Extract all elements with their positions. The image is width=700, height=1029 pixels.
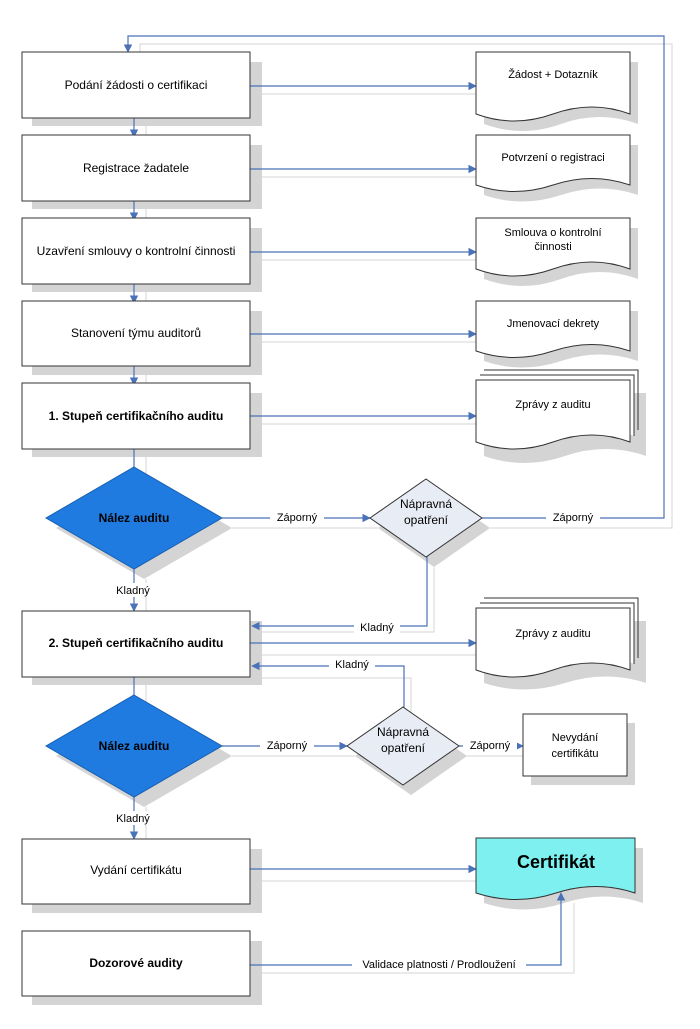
doc-application-label: Žádost + Dotazník bbox=[508, 68, 598, 81]
step-team-label: Stanovení týmu auditorů bbox=[71, 326, 201, 340]
step-contract: Uzavření smlouvy o kontrolní činnosti bbox=[21, 217, 251, 285]
decision-finding1-label: Nález auditu bbox=[99, 511, 170, 525]
step-registration-label: Registrace žadatele bbox=[83, 161, 189, 175]
step-stage1: 1. Stupeň certifikačního auditu bbox=[21, 382, 251, 450]
doc-audit-reports2-label: Zprávy z auditu bbox=[515, 628, 590, 640]
step-stage1-label: 1. Stupeň certifikačního auditu bbox=[49, 409, 224, 423]
step-team: Stanovení týmu auditorů bbox=[21, 300, 251, 367]
decision-finding2-label: Nález auditu bbox=[99, 739, 170, 753]
connectors bbox=[123, 35, 665, 966]
step-registration: Registrace žadatele bbox=[21, 134, 251, 202]
step-stage2: 2. Stupeň certifikačního auditu bbox=[21, 610, 251, 678]
edge-positive-1: Kladný bbox=[116, 585, 150, 597]
edge-positive-2: Kladný bbox=[360, 622, 394, 634]
doc-audit-reports2: Zprávy z auditu bbox=[475, 597, 639, 678]
edge-labels: Záporný Záporný Kladný Kladný Kladný Záp… bbox=[110, 510, 600, 971]
edge-negative-1: Záporný bbox=[277, 512, 318, 524]
doc-registration: Potvrzení o registraci bbox=[475, 134, 631, 192]
step-application: Podání žádosti o certifikaci bbox=[21, 51, 251, 119]
step-surveillance-label: Dozorové audity bbox=[89, 956, 183, 970]
doc-registration-label: Potvrzení o registraci bbox=[501, 152, 604, 164]
decision-corrective1-label: Nápravná bbox=[400, 497, 452, 511]
step-issue-label: Vydání certifikátu bbox=[90, 863, 182, 877]
doc-certificate: Certifikát bbox=[475, 837, 636, 900]
edge-negative-2: Záporný bbox=[553, 512, 594, 524]
doc-no-certificate-label: Nevydání bbox=[552, 732, 598, 744]
step-stage2-label: 2. Stupeň certifikačního auditu bbox=[49, 636, 224, 650]
decision-finding1: Nález auditu bbox=[45, 466, 223, 570]
edge-negative-3: Záporný bbox=[267, 740, 308, 752]
step-issue: Vydání certifikátu bbox=[21, 838, 251, 905]
edge-negative-4: Záporný bbox=[470, 740, 511, 752]
step-surveillance: Dozorové audity bbox=[21, 930, 251, 997]
doc-certificate-label: Certifikát bbox=[517, 852, 595, 872]
edge-positive-4: Kladný bbox=[116, 813, 150, 825]
decision-finding2: Nález auditu bbox=[45, 694, 223, 798]
doc-audit-reports1: Zprávy z auditu bbox=[475, 369, 639, 450]
doc-audit-reports1-label: Zprávy z auditu bbox=[515, 399, 590, 411]
decision-corrective2-label: Nápravná bbox=[377, 725, 429, 739]
edge-positive-3: Kladný bbox=[335, 659, 369, 671]
doc-appointment-label: Jmenovací dekrety bbox=[507, 318, 600, 330]
step-contract-label: Uzavření smlouvy o kontrolní činnosti bbox=[37, 244, 236, 258]
doc-appointment: Jmenovací dekrety bbox=[475, 300, 631, 358]
step-application-label: Podání žádosti o certifikaci bbox=[65, 78, 208, 92]
doc-application: Žádost + Dotazník bbox=[475, 51, 631, 122]
edge-validation: Validace platnosti / Prodloužení bbox=[362, 959, 515, 971]
doc-contract-label: Smlouva o kontrolní bbox=[504, 227, 601, 239]
